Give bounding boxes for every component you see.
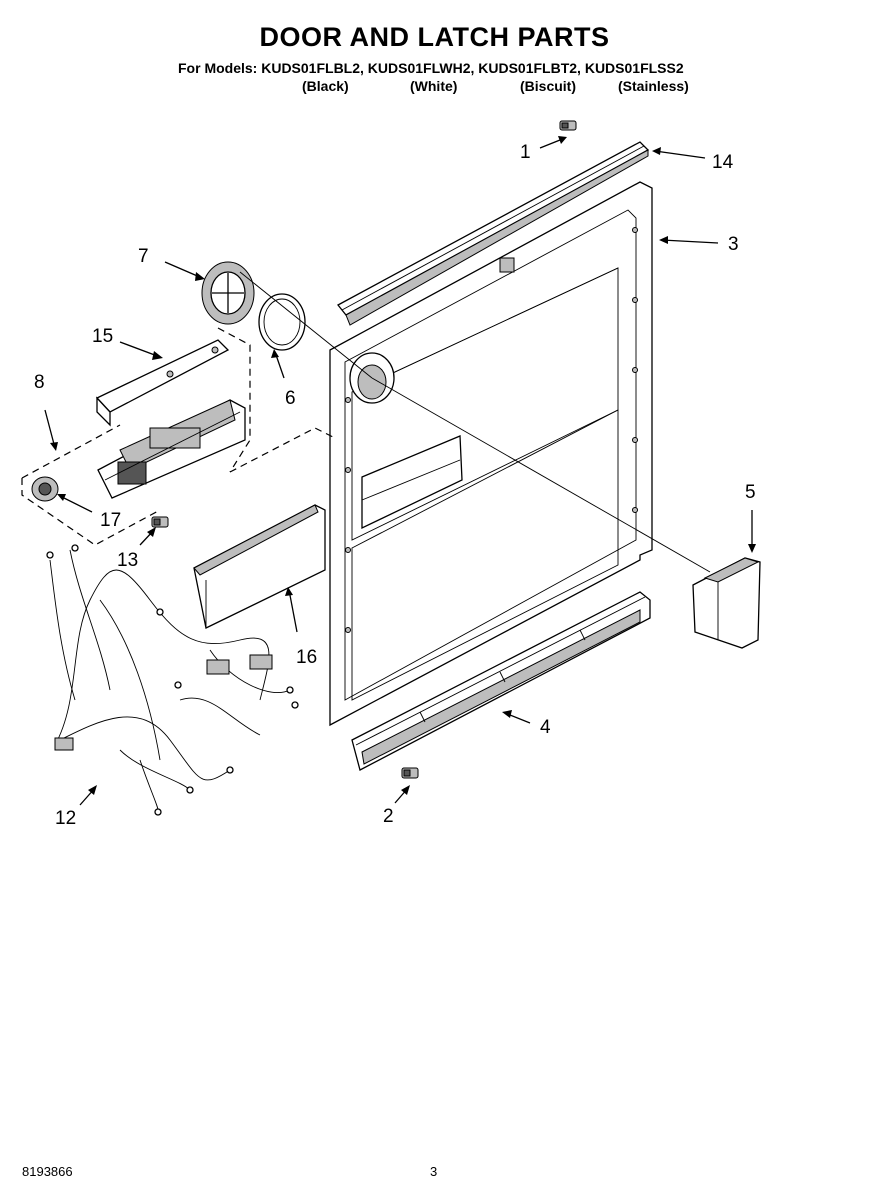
part-14-top-trim [337, 141, 650, 326]
callout-16: 16 [296, 647, 317, 668]
part-8-17-knob [31, 476, 59, 502]
callout-8: 8 [34, 372, 45, 393]
latch-assembly [97, 399, 246, 499]
part-4-bottom-trim [351, 591, 651, 771]
page-number: 3 [430, 1164, 438, 1179]
variant-stainless: (Stainless) [618, 78, 689, 94]
part-13-screw [151, 516, 169, 528]
callout-15: 15 [92, 326, 113, 347]
callout-arrows [44, 136, 756, 806]
variant-white: (White) [410, 78, 458, 94]
models-line: For Models: KUDS01FLBL2, KUDS01FLWH2, KU… [178, 60, 684, 76]
part-7-vent [201, 261, 255, 325]
part-3-inner-door [329, 181, 653, 727]
part-2-screw [401, 767, 419, 779]
callout-2: 2 [383, 806, 394, 827]
doc-number: 8193866 [22, 1164, 73, 1179]
part-15-cover-plate [95, 339, 230, 427]
part-1-screw [559, 120, 577, 131]
callout-1: 1 [520, 142, 531, 163]
page-title: DOOR AND LATCH PARTS [259, 22, 610, 52]
assembly-dashed-outline [21, 327, 336, 546]
callout-3: 3 [728, 234, 739, 255]
callout-17: 17 [100, 510, 121, 531]
callout-4: 4 [540, 717, 551, 738]
callout-5: 5 [745, 482, 756, 503]
part-16-insulation [193, 504, 326, 629]
variant-black: (Black) [302, 78, 349, 94]
callout-12: 12 [55, 808, 76, 829]
part-6-gasket [258, 293, 306, 351]
callout-14: 14 [712, 152, 734, 173]
leader-lines [239, 271, 711, 573]
callout-6: 6 [285, 388, 296, 409]
callout-7: 7 [138, 246, 149, 267]
part-12-wire-harness [46, 544, 299, 816]
variant-biscuit: (Biscuit) [520, 78, 576, 94]
callout-13: 13 [117, 550, 138, 571]
part-5-bracket [692, 557, 761, 649]
